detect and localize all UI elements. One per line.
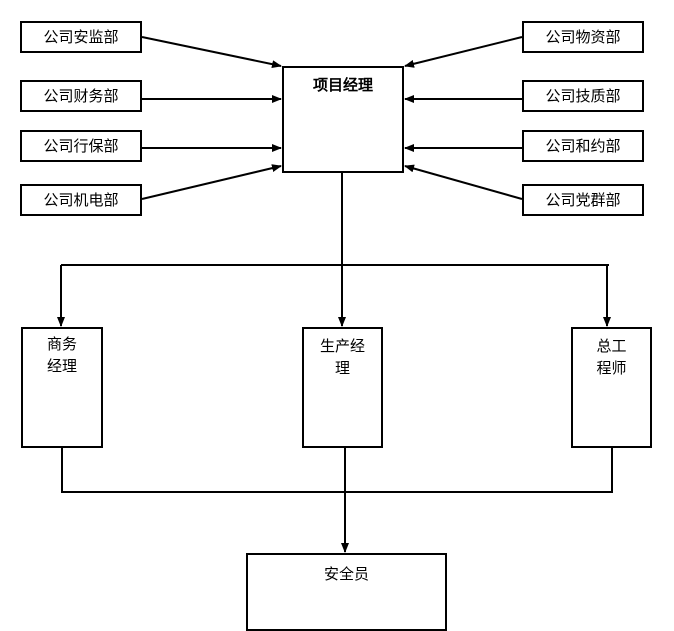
dept-caiwu: 公司财务部 — [20, 80, 142, 112]
business-manager-box: 商务 经理 — [21, 327, 103, 448]
line-horizontal-bottom — [61, 448, 613, 493]
safety-officer-box: 安全员 — [246, 553, 447, 631]
dept-dangqun: 公司党群部 — [522, 184, 644, 216]
chief-engineer-line1: 总工 — [596, 337, 627, 355]
safety-officer-label: 安全员 — [323, 565, 369, 583]
arrow-dangqun — [404, 164, 523, 200]
chief-engineer-box: 总工 程师 — [571, 327, 652, 448]
arrow-wuzi — [404, 36, 523, 68]
dept-xingbao: 公司行保部 — [20, 130, 142, 162]
dept-jizhi: 公司技质部 — [522, 80, 644, 112]
dept-wuzi: 公司物资部 — [522, 21, 644, 53]
dept-jidian: 公司机电部 — [20, 184, 142, 216]
chief-engineer-line2: 程师 — [596, 359, 627, 377]
production-manager-line1: 生产经 — [319, 337, 365, 355]
arrow-anjian — [141, 36, 282, 69]
production-manager-line2: 理 — [334, 359, 350, 377]
business-manager-line2: 经理 — [46, 357, 77, 375]
business-manager-line1: 商务 — [46, 335, 77, 353]
dept-heyue: 公司和约部 — [522, 130, 644, 162]
project-manager-box: 项目经理 — [282, 66, 404, 173]
production-manager-box: 生产经 理 — [302, 327, 383, 448]
dept-anjian: 公司安监部 — [20, 21, 142, 53]
project-manager-label: 项目经理 — [312, 76, 373, 94]
arrow-jidian — [141, 164, 282, 200]
